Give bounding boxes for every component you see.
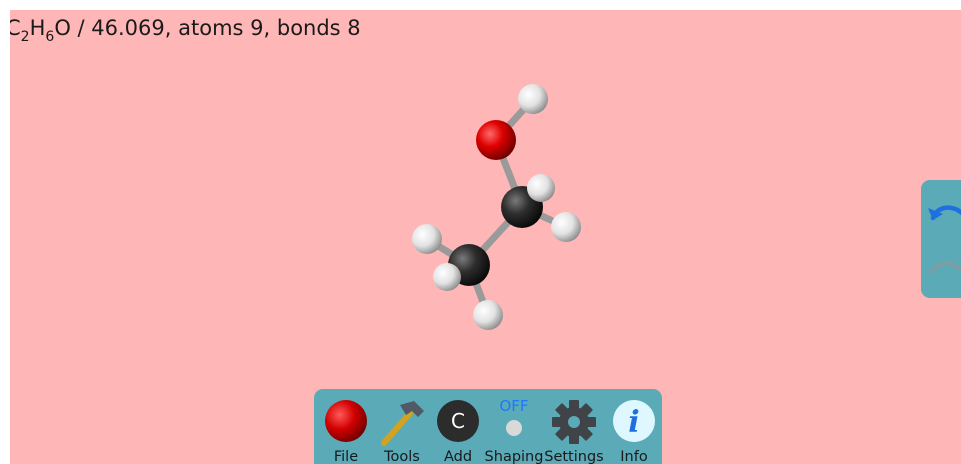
formula-count-c: 2 (20, 29, 30, 45)
atom-h-5[interactable] (527, 174, 555, 202)
tools-button[interactable]: Tools (372, 389, 432, 464)
info-glyph: i (628, 405, 639, 440)
atom-h-8[interactable] (433, 263, 461, 291)
hammer-icon (381, 401, 424, 446)
shaping-state: OFF (499, 397, 529, 415)
formula-count-h: 6 (45, 29, 55, 45)
atom-h-2[interactable] (518, 84, 548, 114)
molar-mass: 46.069 (91, 16, 165, 40)
atom-h-7[interactable] (412, 224, 442, 254)
add-label: Add (443, 449, 473, 464)
file-label: File (333, 449, 359, 464)
atom-layer (412, 84, 581, 330)
shaping-toggle[interactable]: OFF Shaping (484, 389, 544, 464)
redo-arrow-icon (929, 261, 961, 274)
atom-h-6[interactable] (551, 212, 581, 242)
file-sphere-icon (325, 400, 367, 442)
undo-button[interactable] (925, 194, 961, 234)
bond-count: , bonds 8 (263, 16, 361, 40)
formula-readout: C2H6O / 46.069, atoms 9, bonds 8 (10, 16, 361, 44)
formula-element-o: O (54, 16, 71, 40)
tools-label: Tools (384, 449, 420, 464)
info-icon: i (613, 400, 655, 442)
molecule-3d-view[interactable] (10, 10, 961, 464)
molecule-viewport[interactable]: C2H6O / 46.069, atoms 9, bonds 8 File (10, 10, 961, 464)
file-button[interactable]: File (316, 389, 376, 464)
info-label: Info (620, 449, 648, 464)
bottom-toolbar: File Tools C Add OFF Shaping (314, 389, 662, 464)
settings-label: Settings (544, 449, 604, 464)
add-atom-button[interactable]: C Add (428, 389, 488, 464)
redo-button[interactable] (925, 248, 961, 288)
atom-h-9[interactable] (473, 300, 503, 330)
info-button[interactable]: i Info (604, 389, 664, 464)
undo-arrow-icon (928, 205, 961, 221)
history-panel (921, 180, 961, 298)
gear-icon (552, 400, 596, 444)
toggle-dot-icon (506, 420, 522, 436)
settings-button[interactable]: Settings (544, 389, 604, 464)
carbon-atom-icon: C (437, 400, 479, 442)
atom-count: , atoms 9 (164, 16, 264, 40)
atom-o-1[interactable] (476, 120, 516, 160)
formula-element-h: H (29, 16, 46, 40)
shaping-label: Shaping (484, 449, 544, 464)
formula-separator: / (70, 16, 92, 40)
formula-element-c: C (10, 16, 21, 40)
add-element-symbol: C (451, 409, 465, 433)
